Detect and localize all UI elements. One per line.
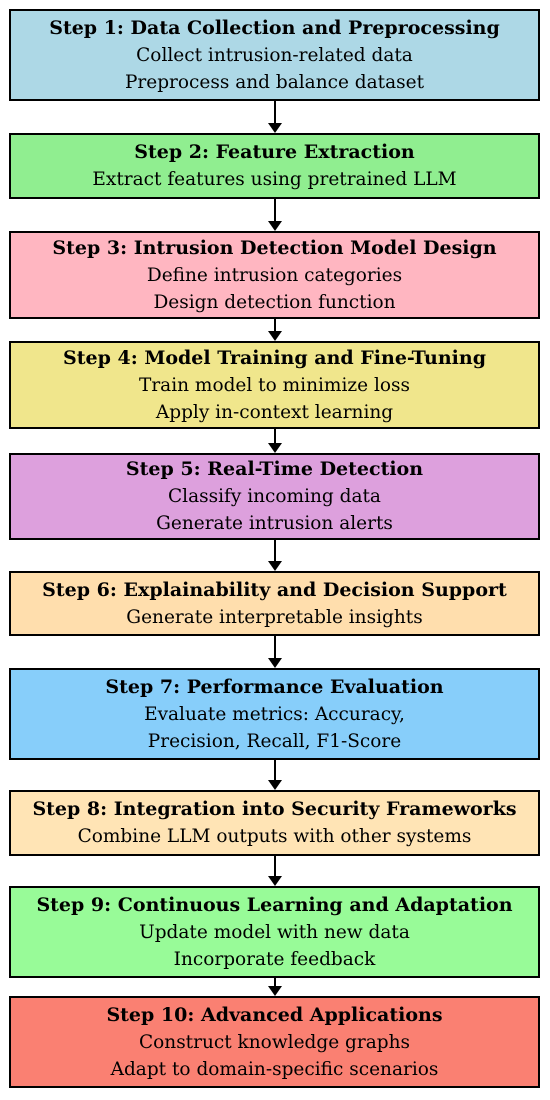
step-10-title: Step 10: Advanced Applications	[106, 1003, 443, 1026]
arrow-2-to-3	[266, 199, 284, 231]
step-1-box: Step 1: Data Collection and Preprocessin…	[9, 9, 540, 101]
arrow-8-to-9	[266, 856, 284, 886]
step-5-line-1: Classify incoming data	[168, 486, 381, 507]
step-4-title: Step 4: Model Training and Fine-Tuning	[62, 346, 486, 369]
arrow-7-to-8	[266, 760, 284, 790]
step-1-line-1: Collect intrusion-related data	[136, 44, 413, 66]
arrow-3-to-4	[266, 319, 284, 341]
step-8-title: Step 8: Integration into Security Framew…	[32, 798, 517, 820]
step-2-title: Step 2: Feature Extraction	[134, 141, 415, 163]
step-8-line-1: Combine LLM outputs with other systems	[77, 826, 472, 847]
step-3-line-2: Design detection function	[153, 291, 396, 313]
step-4-line-2: Apply in-context learning	[155, 401, 394, 423]
step-5-title: Step 5: Real-Time Detection	[125, 458, 424, 480]
step-5-line-2: Generate intrusion alerts	[156, 513, 393, 534]
arrow-5-to-6	[266, 540, 284, 571]
step-9-line-2: Incorporate feedback	[173, 948, 376, 970]
step-1-line-2: Preprocess and balance dataset	[124, 71, 425, 93]
step-10-box: Step 10: Advanced Applications Construct…	[9, 996, 540, 1088]
step-6-title: Step 6: Explainability and Decision Supp…	[42, 578, 507, 601]
step-7-box: Step 7: Performance Evaluation Evaluate …	[9, 668, 540, 760]
step-7-line-2: Precision, Recall, F1-Score	[147, 730, 402, 752]
step-2-line-1: Extract features using pretrained LLM	[92, 169, 457, 190]
step-10-line-1: Construct knowledge graphs	[138, 1031, 410, 1053]
step-9-line-1: Update model with new data	[139, 921, 410, 943]
arrow-4-to-5	[266, 429, 284, 453]
step-3-box: Step 3: Intrusion Detection Model Design…	[9, 231, 540, 319]
step-7-title: Step 7: Performance Evaluation	[105, 675, 444, 698]
step-1-title: Step 1: Data Collection and Preprocessin…	[49, 16, 500, 39]
step-9-title: Step 9: Continuous Learning and Adaptati…	[36, 893, 513, 916]
step-4-line-1: Train model to minimize loss	[138, 374, 410, 396]
step-2-box: Step 2: Feature Extraction Extract featu…	[9, 133, 540, 199]
step-9-box: Step 9: Continuous Learning and Adaptati…	[9, 886, 540, 978]
step-6-line-1: Generate interpretable insights	[126, 606, 423, 628]
step-8-box: Step 8: Integration into Security Framew…	[9, 790, 540, 856]
arrow-9-to-10	[266, 978, 284, 996]
step-3-title: Step 3: Intrusion Detection Model Design	[52, 236, 497, 259]
step-5-box: Step 5: Real-Time Detection Classify inc…	[9, 453, 540, 540]
arrow-1-to-2	[266, 101, 284, 133]
step-10-line-2: Adapt to domain-specific scenarios	[110, 1058, 439, 1080]
step-4-box: Step 4: Model Training and Fine-Tuning T…	[9, 341, 540, 429]
step-6-box: Step 6: Explainability and Decision Supp…	[9, 571, 540, 636]
step-7-line-1: Evaluate metrics: Accuracy,	[144, 703, 405, 725]
step-3-line-1: Define intrusion categories	[146, 264, 403, 286]
arrow-6-to-7	[266, 636, 284, 668]
